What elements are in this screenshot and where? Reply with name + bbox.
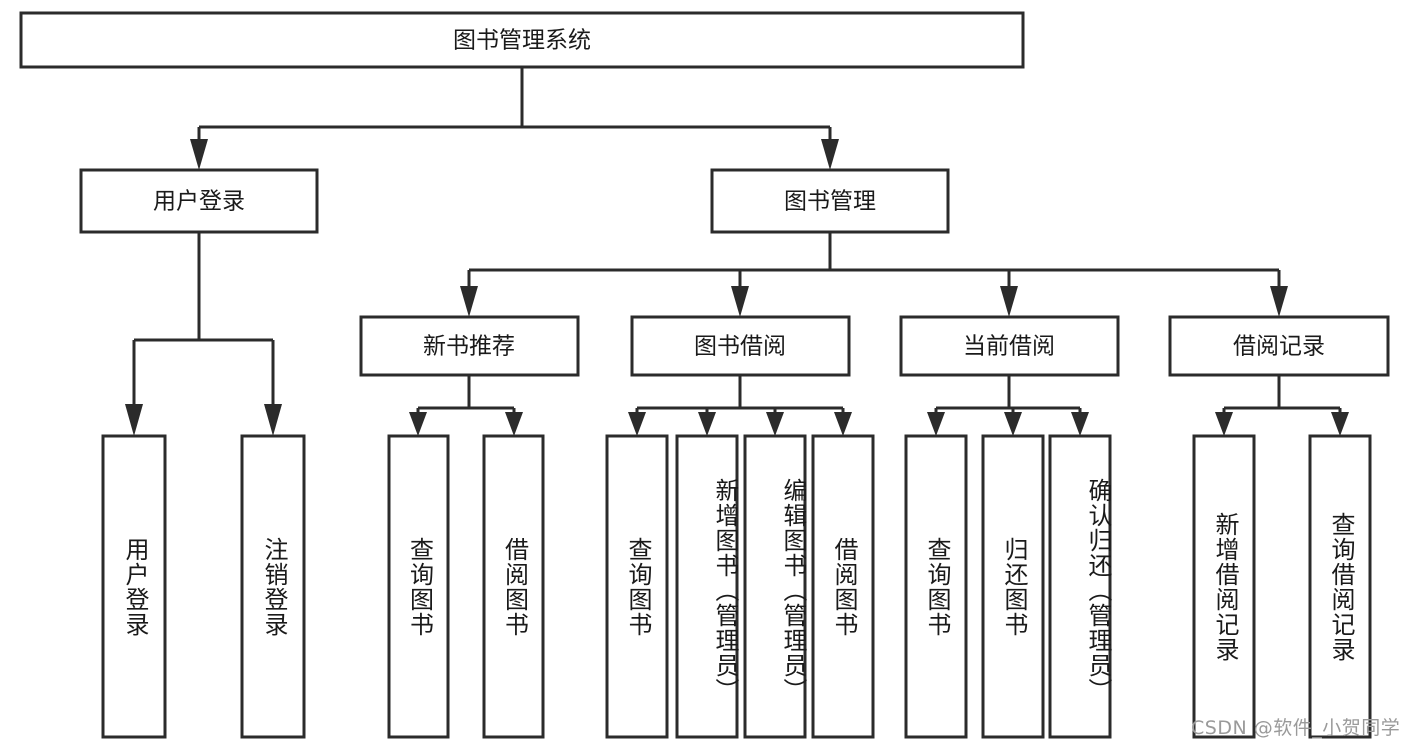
node-book-management-rect[interactable] [710, 168, 950, 234]
node-book-management-label: 图书管理 [784, 189, 876, 215]
arrow-head-book-management [821, 139, 839, 170]
arrow-head-new-book-recommend [460, 286, 478, 317]
arrow-head-book-borrow [731, 286, 749, 317]
arrow-head-borrow-record [1270, 286, 1288, 317]
node-borrow-record-label: 借阅记录 [1233, 334, 1325, 360]
node-book-borrow-rect[interactable] [630, 315, 851, 377]
node-new-book-recommend-label: 新书推荐 [423, 334, 515, 360]
connector-group-borrow-record [1215, 375, 1349, 436]
node-leaf-query-borrow-record-rect[interactable] [1308, 434, 1372, 739]
node-book-borrow-label: 图书借阅 [694, 334, 786, 360]
leaf-rect-group [101, 434, 1372, 739]
node-current-borrow[interactable]: 当前借阅 [899, 315, 1120, 377]
connector-group-book-management [460, 232, 1288, 317]
node-current-borrow-rect[interactable] [899, 315, 1120, 377]
csdn-watermark: CSDN @软件_小贺同学 [1191, 717, 1401, 739]
node-root-rect[interactable] [19, 11, 1025, 69]
arrow-head-leaf-return-book [1004, 412, 1022, 436]
node-leaf-logout-rect[interactable] [240, 434, 306, 739]
arrow-head-leaf-add-book [698, 412, 716, 436]
node-leaf-confirm-return-rect[interactable] [1048, 434, 1112, 739]
arrow-head-leaf-borrow-book-1 [505, 412, 523, 436]
node-leaf-query-book-3-rect[interactable] [904, 434, 968, 739]
arrow-head-leaf-logout [264, 404, 282, 436]
arrow-head-current-borrow [1000, 286, 1018, 317]
node-user-login[interactable]: 用户登录 [79, 168, 319, 234]
node-leaf-query-book-2-rect[interactable] [605, 434, 669, 739]
node-book-borrow[interactable]: 图书借阅 [630, 315, 851, 377]
node-root[interactable]: 图书管理系统 [19, 11, 1025, 69]
node-new-book-recommend-rect[interactable] [359, 315, 580, 377]
connector-group-current-borrow [927, 375, 1089, 436]
connector-group-user-login [125, 232, 282, 436]
node-leaf-add-book-rect[interactable] [675, 434, 739, 739]
node-borrow-record[interactable]: 借阅记录 [1168, 315, 1390, 377]
node-leaf-query-book-1-rect[interactable] [387, 434, 450, 739]
node-leaf-add-borrow-record-rect[interactable] [1192, 434, 1256, 739]
arrow-head-leaf-query-book-1 [409, 412, 427, 436]
arrow-head-leaf-query-book-2 [628, 412, 646, 436]
connector-group-root [190, 67, 839, 170]
node-current-borrow-label: 当前借阅 [963, 334, 1055, 360]
arrow-head-leaf-add-borrow-record [1215, 412, 1233, 436]
node-leaf-user-login-rect[interactable] [101, 434, 167, 739]
node-leaf-borrow-book-2-rect[interactable] [811, 434, 875, 739]
arrow-head-leaf-query-book-3 [927, 412, 945, 436]
arrow-head-leaf-borrow-book-2 [834, 412, 852, 436]
node-user-login-rect[interactable] [79, 168, 319, 234]
node-leaf-borrow-book-1-rect[interactable] [482, 434, 545, 739]
arrow-head-leaf-edit-book [766, 412, 784, 436]
connector-group-book-borrow [628, 375, 852, 436]
node-root-label: 图书管理系统 [453, 28, 591, 54]
node-book-management[interactable]: 图书管理 [710, 168, 950, 234]
node-leaf-return-book-rect[interactable] [981, 434, 1045, 739]
arrow-head-leaf-confirm-return [1071, 412, 1089, 436]
node-borrow-record-rect[interactable] [1168, 315, 1390, 377]
arrow-head-user-login [190, 139, 208, 170]
node-leaf-edit-book-rect[interactable] [743, 434, 807, 739]
connector-group-new-book-recommend [409, 375, 523, 436]
node-user-login-label: 用户登录 [153, 189, 245, 215]
node-new-book-recommend[interactable]: 新书推荐 [359, 315, 580, 377]
arrow-head-leaf-query-borrow-record [1331, 412, 1349, 436]
arrow-head-leaf-user-login [125, 404, 143, 436]
